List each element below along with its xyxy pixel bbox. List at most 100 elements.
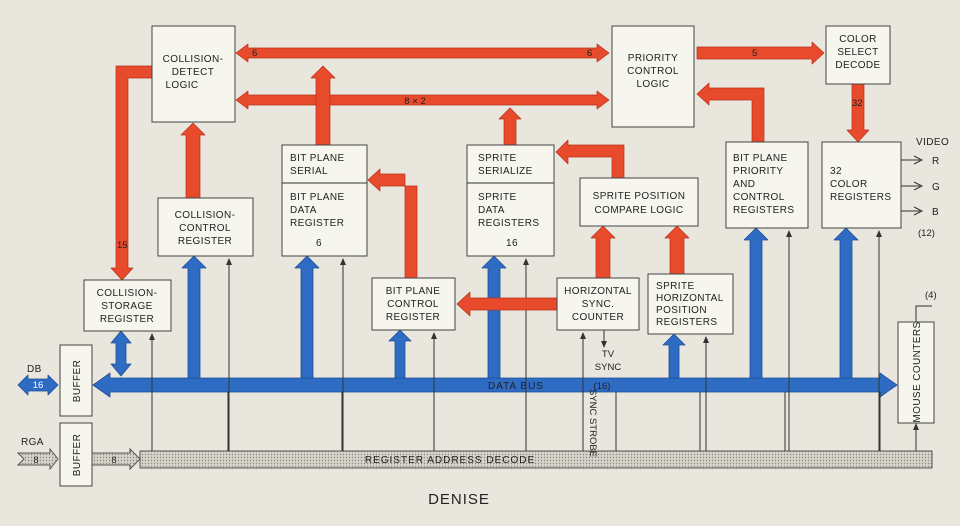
bitplane-data-line-3: REGISTER xyxy=(290,218,344,229)
collision-storage-register-block: COLLISION- STORAGE REGISTER xyxy=(83,279,172,332)
red-data-paths: 6 6 8 × 2 5 32 15 xyxy=(110,41,870,317)
bitplane-serial-line-2: SERIAL xyxy=(290,166,328,177)
color-registers-line-3: REGISTERS xyxy=(830,192,891,203)
collision-control-register-block: COLLISION- CONTROL REGISTER xyxy=(157,197,254,257)
db-label: DB xyxy=(27,364,42,375)
address-lines xyxy=(149,230,919,451)
bitplane-data-line-2: DATA xyxy=(290,205,317,216)
mouse-counters-block: MOUSE COUNTERS (4) xyxy=(897,290,937,424)
sprite-horizontal-position-block: SPRITE HORIZONTAL POSITION REGISTERS xyxy=(647,273,734,335)
color-select-line-3: DECODE xyxy=(835,60,880,71)
bus-15-arrow xyxy=(110,65,153,281)
bus-8x2-label: 8 × 2 xyxy=(404,96,425,107)
collision-storage-line-1: COLLISION- xyxy=(97,288,158,299)
bp-priority-line-4: CONTROL xyxy=(733,192,785,203)
sprite-compare-arrow xyxy=(555,139,625,179)
color-registers-bus-tap xyxy=(833,227,859,379)
rga-width-label-2: 8 xyxy=(111,455,116,466)
priority-line-2: CONTROL xyxy=(627,66,679,77)
rga-buffer-block: BUFFER xyxy=(59,422,93,487)
collision-storage-line-2: STORAGE xyxy=(101,301,153,312)
horizontal-sync-counter-block: HORIZONTAL SYNC. COUNTER xyxy=(556,277,640,331)
bus-15-label: 15 xyxy=(117,240,128,251)
sprite-data-bus-tap xyxy=(481,255,507,379)
bp-priority-line-5: REGISTERS xyxy=(733,205,794,216)
color-registers-line-1: 32 xyxy=(830,166,842,177)
data-bus-width-label: (16) xyxy=(594,381,611,392)
bus-5-arrow xyxy=(696,41,825,65)
db-width-label: 16 xyxy=(33,380,44,391)
sprite-hpos-line-2: HORIZONTAL xyxy=(656,293,724,304)
priority-line-1: PRIORITY xyxy=(628,53,678,64)
video-label: VIDEO xyxy=(916,137,949,148)
priority-line-3: LOGIC xyxy=(636,79,669,90)
hsync-line-1: HORIZONTAL xyxy=(564,286,632,297)
bp-priority-line-3: AND xyxy=(733,179,755,190)
sprite-compare-line-1: SPRITE POSITION xyxy=(593,191,686,202)
register-address-decode-label: REGISTER ADDRESS DECODE xyxy=(365,455,535,466)
video-width-label: (12) xyxy=(918,228,935,239)
db-port: DB 16 xyxy=(17,364,59,396)
rga-buffer-label: BUFFER xyxy=(72,434,83,476)
sprite-hpos-line-1: SPRITE xyxy=(656,281,695,292)
bitplane-control-register-block: BIT PLANE CONTROL REGISTER xyxy=(371,277,456,331)
hsync-line-2: SYNC. xyxy=(582,299,615,310)
hpos-compare-arrow xyxy=(664,225,690,275)
bitplane-serial-data-block: BIT PLANE SERIAL BIT PLANE DATA REGISTER… xyxy=(281,144,368,257)
color-select-line-1: COLOR xyxy=(839,34,877,45)
bp-priority-line-2: PRIORITY xyxy=(733,166,783,177)
color-registers-line-2: COLOR xyxy=(830,179,868,190)
sprite-serialize-arrow xyxy=(498,107,522,146)
bitplane-control-line-3: REGISTER xyxy=(386,312,440,323)
hsync-bitplane-arrow xyxy=(456,291,558,317)
sync-strobe-label: SYNC STROBE xyxy=(587,389,598,457)
bitplane-control-line-1: BIT PLANE xyxy=(386,286,441,297)
video-r-label: R xyxy=(932,156,940,167)
tv-sync-line-1: TV xyxy=(602,349,615,360)
collision-detect-logic-block: COLLISION- DETECT LOGIC xyxy=(151,25,236,123)
sprite-serialize-line-1: SPRITE xyxy=(478,153,517,164)
priority-control-logic-block: PRIORITY CONTROL LOGIC xyxy=(611,25,695,128)
db-buffer-label: BUFFER xyxy=(72,360,83,402)
color-select-line-2: SELECT xyxy=(837,47,878,58)
sprite-position-compare-block: SPRITE POSITION COMPARE LOGIC xyxy=(579,177,699,227)
bus-6-right-label: 6 xyxy=(587,48,592,59)
collision-detect-line-3: LOGIC xyxy=(165,80,198,91)
mouse-width-label: (4) xyxy=(925,290,937,301)
collision-control-line-1: COLLISION- xyxy=(175,210,236,221)
rga-width-label: 8 xyxy=(33,455,38,466)
bp-priority-line-1: BIT PLANE xyxy=(733,153,788,164)
data-bus: DATA BUS (16) xyxy=(92,372,898,398)
rga-port: RGA 8 8 xyxy=(16,437,141,471)
collision-storage-line-3: REGISTER xyxy=(100,314,154,325)
sprite-hpos-bus-tap xyxy=(662,333,686,379)
bitplane-serial-line-1: BIT PLANE xyxy=(290,153,345,164)
bus-32-arrow xyxy=(846,83,870,143)
video-outputs: VIDEO R G B (12) xyxy=(901,137,949,239)
sprite-data-line-4: 16 xyxy=(506,238,518,249)
sprite-data-line-3: REGISTERS xyxy=(478,218,539,229)
sprite-compare-line-2: COMPARE LOGIC xyxy=(595,205,684,216)
collision-control-line-2: CONTROL xyxy=(179,223,231,234)
hsync-line-3: COUNTER xyxy=(572,312,624,323)
sprite-serialize-line-2: SERIALIZE xyxy=(478,166,533,177)
sprite-data-line-1: SPRITE xyxy=(478,192,517,203)
sprite-data-line-2: DATA xyxy=(478,205,505,216)
bitplane-priority-bus-tap xyxy=(743,227,769,379)
bitplane-data-line-1: BIT PLANE xyxy=(290,192,345,203)
collision-control-arrow xyxy=(180,122,206,199)
color-registers-block: 32 COLOR REGISTERS xyxy=(821,141,902,229)
bitplane-data-line-4: 6 xyxy=(316,238,322,249)
collision-control-bus-tap xyxy=(181,255,207,379)
rga-label: RGA xyxy=(21,437,44,448)
data-bus-label: DATA BUS xyxy=(488,381,544,392)
bitplane-control-bus-tap xyxy=(388,329,412,379)
collision-storage-bus-tap xyxy=(110,330,132,377)
hsync-compare-arrow xyxy=(590,225,616,279)
mouse-counters-label: MOUSE COUNTERS xyxy=(912,321,923,422)
bitplane-priority-control-block: BIT PLANE PRIORITY AND CONTROL REGISTERS xyxy=(725,141,809,229)
video-b-label: B xyxy=(932,207,939,218)
video-g-label: G xyxy=(932,182,940,193)
diagram-title: DENISE xyxy=(428,491,490,508)
sprite-serialize-data-block: SPRITE SERIALIZE SPRITE DATA REGISTERS 1… xyxy=(466,144,555,257)
